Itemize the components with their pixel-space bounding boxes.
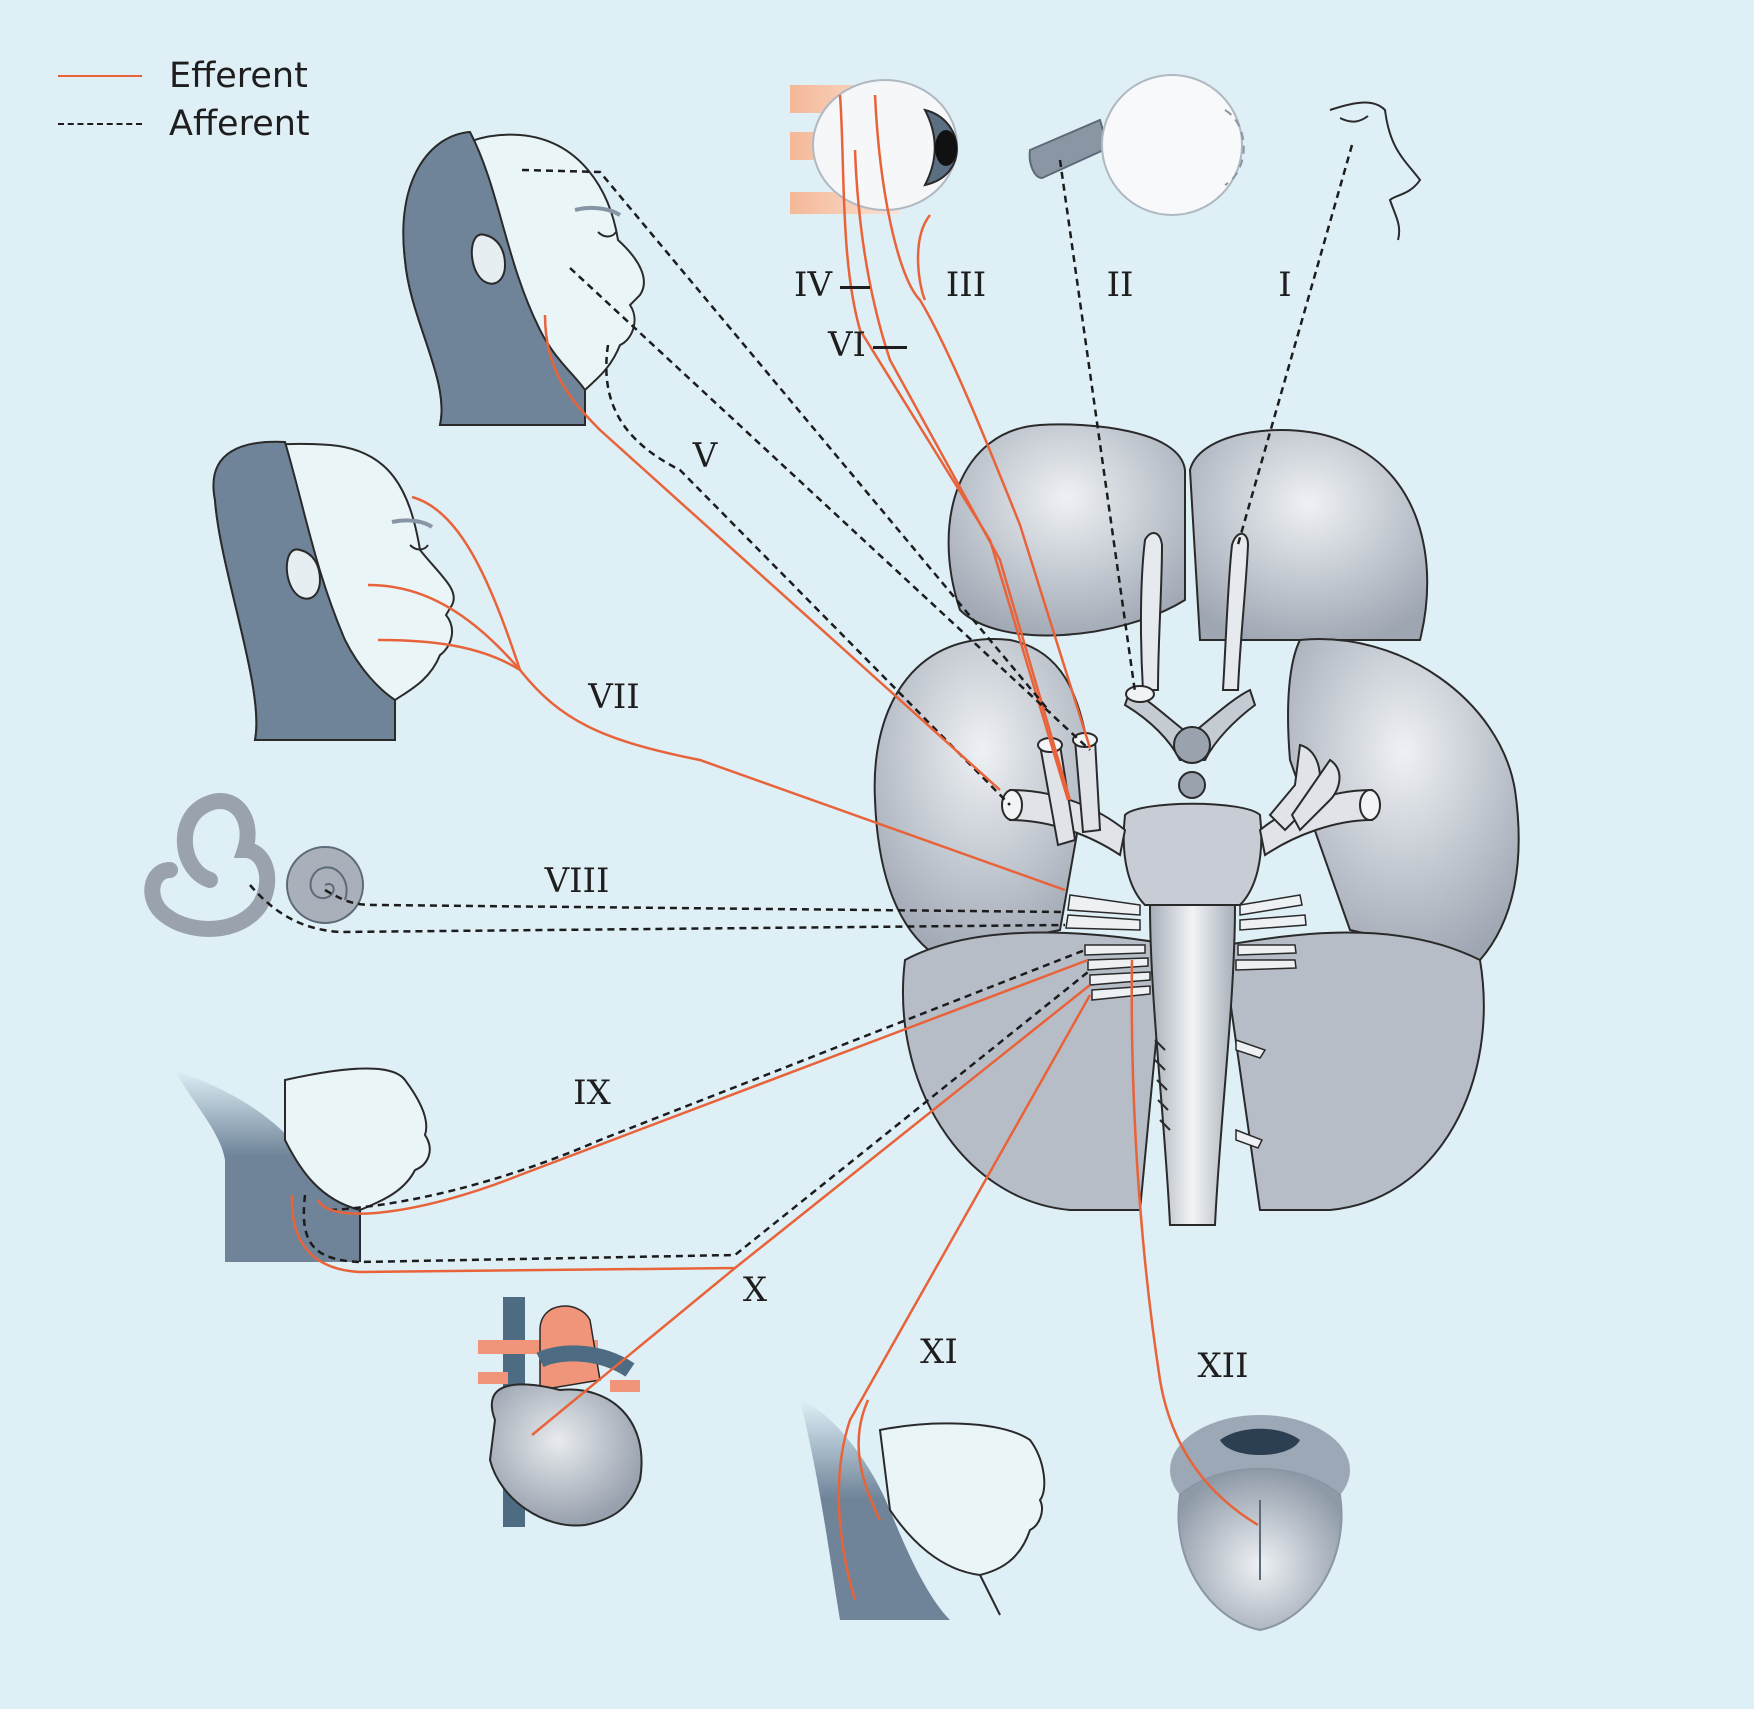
nerve-paths <box>249 94 1354 1601</box>
heart-pulmonary-artery <box>536 1345 635 1377</box>
head-trigeminal-ear <box>470 233 507 285</box>
label-nerve-X: X <box>742 1270 768 1310</box>
olfactory-bulb-left <box>1139 532 1164 691</box>
nerve-V-afferent-forehead <box>521 168 1051 713</box>
efferent-line-swatch <box>58 75 142 77</box>
inner-ear <box>144 793 364 937</box>
optic-nerve-stalk <box>1028 118 1110 180</box>
head-trigeminal-eyebrow <box>574 205 622 217</box>
head-accessory-face <box>878 1422 1046 1577</box>
nerve-XII-efferent <box>1130 959 1259 1527</box>
head-facial-eye <box>409 544 429 551</box>
frontal-lobe-right <box>1188 429 1429 641</box>
head-pharynx <box>175 1067 431 1262</box>
label-nerve-VIII: VIII <box>544 861 610 901</box>
label-nerve-IX: IX <box>573 1073 611 1113</box>
legend-afferent-label: Afferent <box>169 104 310 144</box>
head-facial-ear <box>285 548 322 600</box>
nerve-V-afferent-cheek <box>569 267 1091 751</box>
heart-pulmonary-branch-3 <box>610 1380 640 1392</box>
nose-olfactory <box>1329 101 1422 241</box>
label-nerve-XI: XI <box>920 1332 958 1372</box>
label-nerve-V: V <box>692 436 718 476</box>
head-pharynx-neck <box>175 1070 360 1262</box>
nerve-VII-efferent-upper <box>411 495 522 671</box>
legend-afferent: Afferent <box>58 100 310 148</box>
label-IV-leader <box>840 286 870 289</box>
nerve-X-afferent <box>302 971 1089 1264</box>
label-nerve-VII: VII <box>588 677 640 717</box>
tongue <box>1170 1415 1350 1632</box>
nerve-X-efferent <box>290 984 1091 1274</box>
trigeminal-stump-right <box>1359 789 1381 821</box>
head-facial <box>212 440 455 741</box>
nerve-IX-afferent <box>329 948 1086 1212</box>
heart <box>478 1297 643 1527</box>
temporal-lobe-right <box>1287 638 1520 962</box>
nerve-XI-efferent-a <box>837 994 1092 1601</box>
nerve-VII-efferent-middle <box>367 583 521 671</box>
head-accessory-jaw <box>979 1574 1001 1616</box>
legend: Efferent Afferent <box>58 52 310 148</box>
legend-efferent: Efferent <box>58 52 310 100</box>
head-trigeminal-eye <box>597 231 617 238</box>
head-trigeminal <box>402 130 645 426</box>
cerebellum <box>902 931 1485 1211</box>
label-nerve-IV: IV <box>794 265 832 305</box>
heart-pulmonary-branch-2 <box>478 1372 508 1384</box>
rootlets-left <box>1065 894 1151 1001</box>
heart-body <box>488 1383 643 1527</box>
nerve-VIII-afferent-vestibule <box>249 884 1066 934</box>
label-nerve-III: III <box>945 265 987 305</box>
cranial-root-right-b <box>1290 758 1341 832</box>
cochlea-spiral <box>309 866 348 901</box>
eyeball-optic <box>1101 74 1243 216</box>
nose-profile <box>1329 101 1422 241</box>
eye-optic <box>1028 74 1245 216</box>
label-VI-leader <box>873 346 907 349</box>
mammillary-bodies <box>1178 771 1206 799</box>
nerve-III-efferent-b <box>916 214 931 301</box>
nerve-V-efferent <box>543 314 1001 791</box>
hypoglossal-rootlets <box>1154 1039 1171 1131</box>
label-nerve-I: I <box>1278 265 1292 305</box>
nerve-IX-efferent <box>316 958 1089 1215</box>
eye-optic-lens <box>1224 109 1245 186</box>
trigeminal-stump-left <box>1001 789 1023 821</box>
eye-motor <box>790 79 958 214</box>
nerve-IV-efferent <box>838 94 1070 801</box>
nerve-VII-efferent-lower <box>377 638 1066 892</box>
pons <box>1122 802 1263 906</box>
nose-eyelid <box>1339 115 1369 123</box>
label-nerve-XII: XII <box>1197 1346 1249 1386</box>
eye-pupil <box>935 130 957 166</box>
nerve-VI-efferent <box>853 149 1072 801</box>
nerve-II-afferent <box>1058 159 1137 693</box>
oral-pharynx <box>1220 1428 1300 1455</box>
afferent-line-swatch <box>58 123 142 125</box>
legend-efferent-label: Efferent <box>169 56 308 96</box>
head-accessory <box>800 1400 1046 1620</box>
nerve-III-efferent-a <box>873 94 1092 749</box>
head-facial-eyebrow <box>391 518 434 529</box>
brain <box>873 423 1520 1226</box>
rootlets-right <box>1235 894 1307 1149</box>
olfactory-bulb-right <box>1221 532 1250 691</box>
nerve-X-efferent-heart <box>531 1267 736 1436</box>
pituitary <box>1173 726 1211 764</box>
label-nerve-II: II <box>1106 265 1134 305</box>
head-pharynx-face <box>284 1067 431 1212</box>
nerve-V-afferent-jaw <box>605 344 1011 806</box>
medulla <box>1148 904 1237 1226</box>
optic-nerve-stump <box>1125 685 1155 703</box>
semicircular-canals <box>144 793 276 937</box>
nerve-I-afferent <box>1235 144 1354 549</box>
nerve-XI-efferent-b <box>857 1399 882 1521</box>
label-nerve-VI: VI <box>828 325 866 365</box>
